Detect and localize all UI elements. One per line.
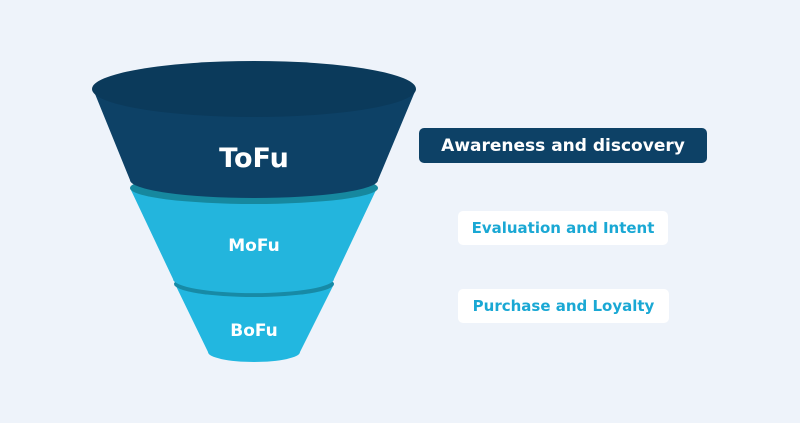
tofu-body bbox=[93, 89, 416, 198]
bofu-label: BoFu bbox=[230, 321, 278, 341]
tofu-rim bbox=[92, 61, 416, 117]
funnel-tier-tofu: ToFu bbox=[92, 61, 416, 198]
stage-purchase: Purchase and Loyalty bbox=[458, 289, 669, 323]
stage-awareness: Awareness and discovery bbox=[419, 128, 707, 163]
stage-evaluation: Evaluation and Intent bbox=[458, 211, 668, 245]
mofu-body bbox=[130, 188, 377, 294]
bofu-body bbox=[175, 284, 334, 362]
tofu-label: ToFu bbox=[219, 143, 289, 174]
mofu-label: MoFu bbox=[228, 236, 279, 256]
